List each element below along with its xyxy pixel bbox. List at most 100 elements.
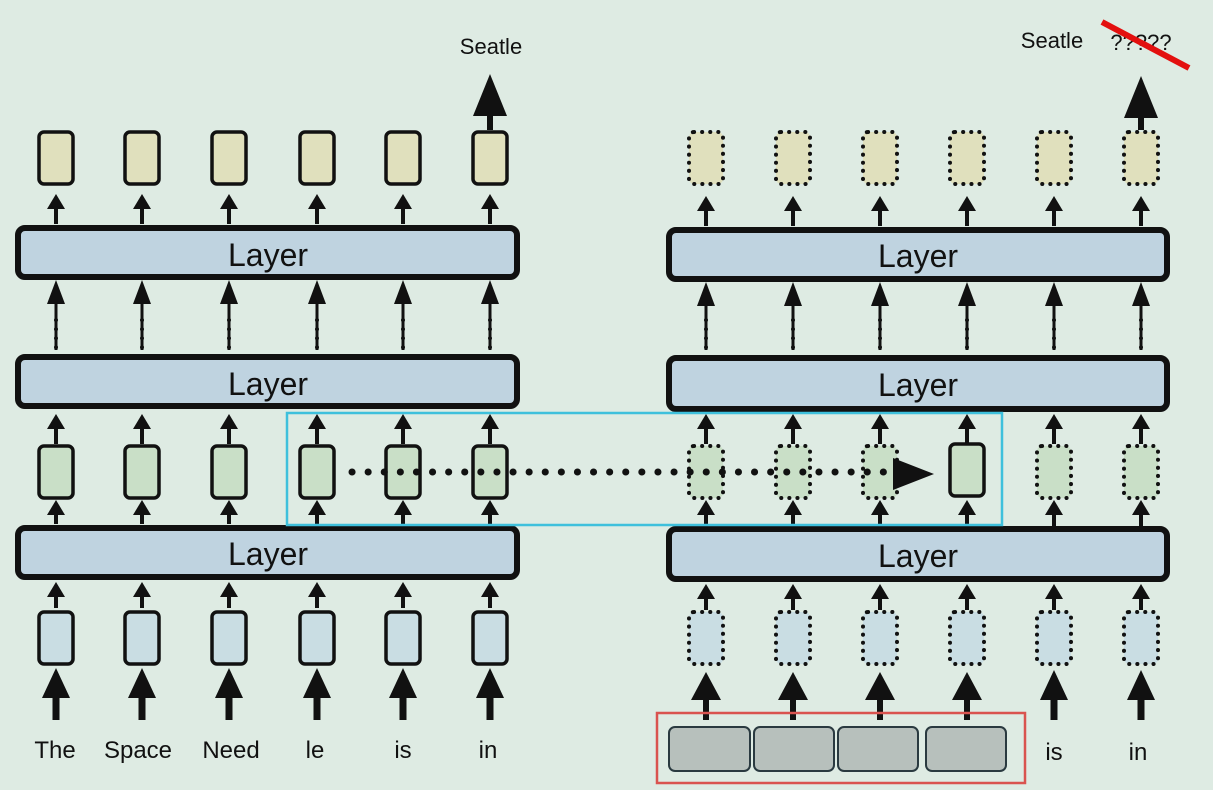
left-upper-arrow-5-head [394,280,412,304]
left-input-cell-4 [298,610,336,666]
left-output-cell-5 [384,130,422,186]
left-token-4: le [306,737,325,764]
right-mid-arrow-5-head [1045,414,1063,429]
left-bottom-layer-label: Layer [228,536,308,572]
left-mid-arrow-1-head [47,414,65,429]
right-input-arrow-2-head [784,584,802,599]
compressed-token-3 [837,726,919,772]
left-hidden-cell-2 [123,444,161,500]
left-token-arrow-3-head [215,668,243,698]
right-top-arrow-6-head [1132,196,1150,211]
right-middle-layer-label: Layer [878,367,958,403]
right-hidden-cell-4 [948,442,986,498]
right-input-cell-3 [861,610,899,666]
cyan-highlight-box [285,411,1004,527]
right-top-arrow-3-head [871,196,889,211]
right-hidden-cell-5 [1035,444,1073,500]
right-output-label: Seatle [1021,28,1083,53]
left-input-cell-6 [471,610,509,666]
left-mid-arrow-3-head [220,414,238,429]
left-middle-layer [15,354,520,409]
left-upper-arrow-6-head [481,280,499,304]
left-middle-layer-label: Layer [228,366,308,402]
right-token-arrow-6-head [1127,670,1155,700]
right-mid-arrow-6-head [1132,414,1150,429]
left-top-arrow-2-head [133,194,151,209]
right-hidden-out-arrow-5-head [1045,500,1063,515]
left-output-cell-1 [37,130,75,186]
shapes-layer [15,74,1170,772]
left-token-arrow-4-head [303,668,331,698]
right-input-cell-1 [687,610,725,666]
left-token-2: Space [104,737,172,764]
right-output-cell-5 [1035,130,1073,186]
left-hidden-out-arrow-1-head [47,500,65,515]
right-top-arrow-2-head [784,196,802,211]
left-mid-arrow-6-head [481,414,499,429]
right-input-cell-5 [1035,610,1073,666]
text-layer: Layer Layer Layer Layer Layer Layer The … [34,28,1171,766]
left-top-arrow-1-head [47,194,65,209]
left-token-3: Need [202,737,259,764]
right-top-layer-label: Layer [878,238,958,274]
left-top-arrow-4-head [308,194,326,209]
left-top-arrow-5-head [394,194,412,209]
left-upper-arrow-3-head [220,280,238,304]
right-bottom-layer [666,526,1170,582]
right-bottom-layer-label: Layer [878,538,958,574]
right-top-arrow-5-head [1045,196,1063,211]
right-hidden-out-arrow-4-head [958,500,976,515]
right-token-5: is [1045,739,1062,766]
left-hidden-out-arrow-2-head [133,500,151,515]
left-output-cell-4 [298,130,336,186]
right-hidden-out-arrow-2-head [784,500,802,515]
right-input-arrow-6-head [1132,584,1150,599]
left-input-arrow-3-head [220,582,238,597]
right-top-layer [666,227,1170,282]
left-input-arrow-6-head [481,582,499,597]
left-hidden-cell-6 [471,444,509,500]
right-input-arrow-5-head [1045,584,1063,599]
left-hidden-out-arrow-3-head [220,500,238,515]
compressed-token-2 [753,726,835,772]
right-upper-arrow-6-head [1132,282,1150,306]
right-upper-arrow-3-head [871,282,889,306]
left-input-arrow-1-head [47,582,65,597]
left-input-cell-2 [123,610,161,666]
right-mid-arrow-1-head [697,414,715,429]
left-output-cell-3 [210,130,248,186]
right-token-6: in [1129,739,1148,766]
right-token-arrow-4-head [952,672,982,700]
right-upper-arrow-1-head [697,282,715,306]
left-output-label: Seatle [460,34,522,59]
right-output-cell-2 [774,130,812,186]
left-upper-arrow-2-head [133,280,151,304]
left-top-arrow-3-head [220,194,238,209]
right-output-cell-3 [861,130,899,186]
left-input-cell-5 [384,610,422,666]
left-token-5: is [394,737,411,764]
right-token-arrow-2-head [778,672,808,700]
right-hidden-cell-6 [1122,444,1160,500]
left-mid-arrow-2-head [133,414,151,429]
right-token-arrow-5-head [1040,670,1068,700]
right-upper-arrow-5-head [1045,282,1063,306]
left-token-arrow-2-head [128,668,156,698]
left-output-cell-2 [123,130,161,186]
left-upper-arrow-1-head [47,280,65,304]
right-mid-arrow-2-head [784,414,802,429]
right-hidden-out-arrow-3-head [871,500,889,515]
overlay-layer [285,19,1191,785]
right-token-arrow-1-head [691,672,721,700]
left-mid-arrow-5-head [394,414,412,429]
right-hidden-cell-2 [774,444,812,500]
left-top-layer-label: Layer [228,237,308,273]
left-hidden-cell-3 [210,444,248,500]
left-hidden-cell-1 [37,444,75,500]
right-output-arrow-head [1124,76,1158,118]
left-input-cell-1 [37,610,75,666]
right-hidden-out-arrow-1-head [697,500,715,515]
left-token-1: The [34,737,75,764]
left-input-cell-3 [210,610,248,666]
left-input-arrow-5-head [394,582,412,597]
